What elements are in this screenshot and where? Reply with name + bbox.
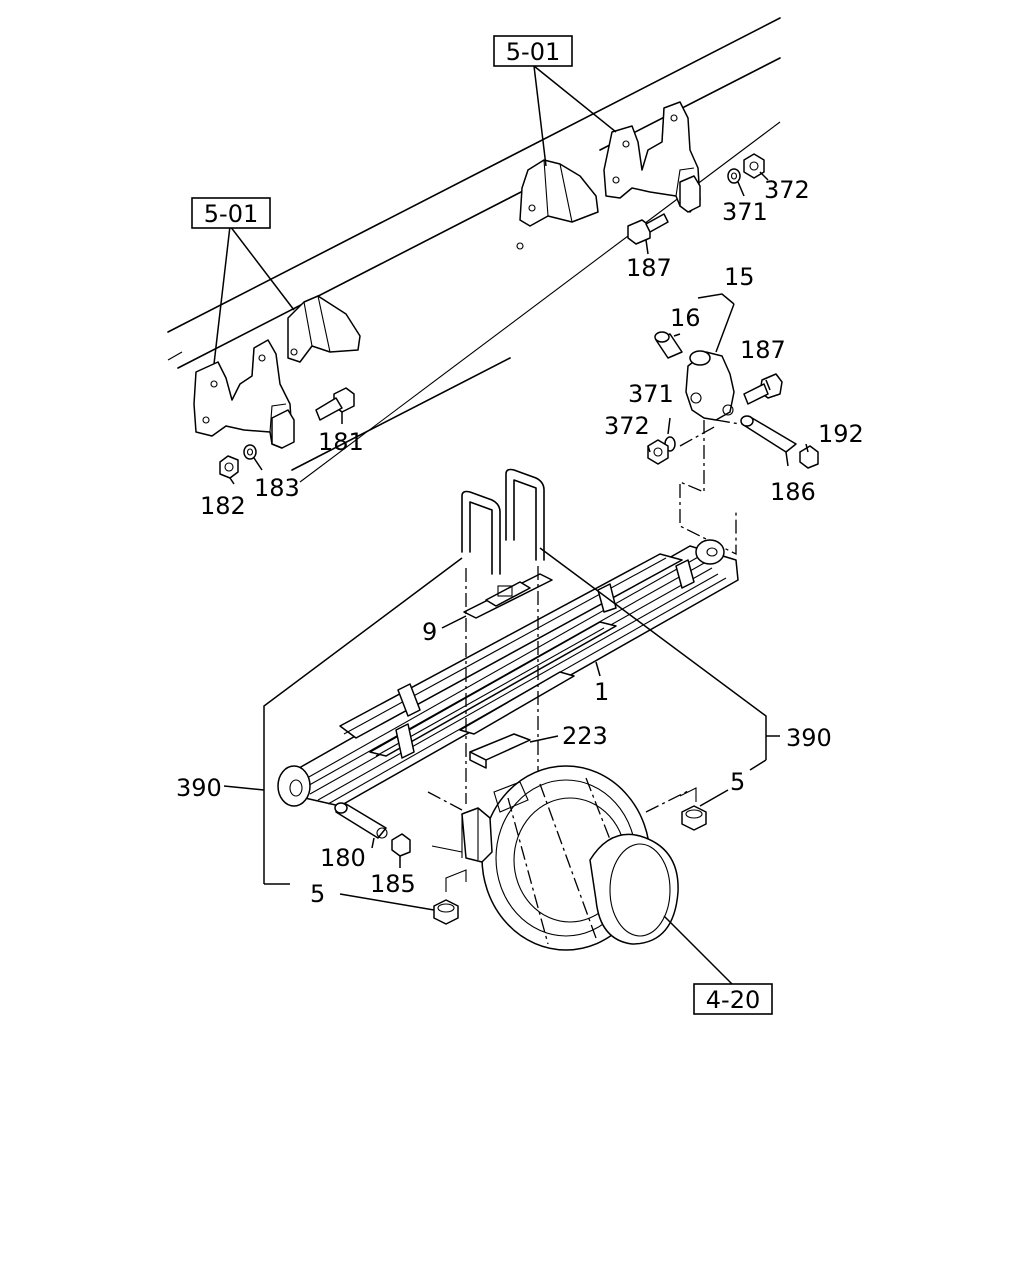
callout-187-top: 187 — [626, 254, 672, 282]
shackle-bushing-16 — [654, 331, 683, 359]
shackle-pin-186 — [740, 415, 797, 453]
spacer-223 — [469, 733, 531, 769]
reference-box-axle: 4-20 — [693, 983, 773, 1015]
callout-9: 9 — [422, 618, 437, 646]
u-bolt-left — [461, 490, 501, 575]
grease-nipple-192 — [799, 445, 819, 469]
callout-5-right: 5 — [730, 768, 745, 796]
callout-371-top: 371 — [722, 198, 768, 226]
bolt-187-top — [627, 213, 669, 245]
callout-180: 180 — [320, 844, 366, 872]
callout-15: 15 — [724, 263, 755, 291]
callout-390-right: 390 — [786, 724, 832, 752]
bolt-180 — [334, 802, 388, 839]
axle-brake-drum — [431, 765, 697, 951]
reference-label-top: 5-01 — [506, 38, 560, 66]
bolt-187-shackle — [743, 373, 783, 405]
shackle-dash-lines — [679, 419, 741, 556]
washer-371-top — [727, 168, 741, 184]
callout-192: 192 — [818, 420, 864, 448]
spring-seat-plate-9 — [463, 573, 553, 619]
callout-16: 16 — [670, 304, 701, 332]
callout-5-left: 5 — [310, 880, 325, 908]
nut-5-left — [433, 899, 459, 925]
shackle-15 — [685, 350, 735, 421]
rear-spring-hanger-bracket — [519, 101, 701, 227]
nut-372-shackle — [647, 439, 669, 465]
reference-label-left: 5-01 — [204, 200, 258, 228]
callout-223: 223 — [562, 722, 608, 750]
callout-1: 1 — [594, 678, 609, 706]
reference-box-top: 5-01 — [493, 35, 573, 67]
callout-labels: 187 371 372 15 16 187 371 372 192 186 18… — [176, 176, 864, 908]
front-spring-hanger-bracket — [193, 295, 361, 449]
leaf-spring-1 — [277, 539, 739, 807]
nut-5-right — [681, 805, 707, 831]
leader-lines — [213, 65, 809, 987]
reference-box-left: 5-01 — [191, 197, 271, 229]
callout-371-shackle: 371 — [628, 380, 674, 408]
callout-372-top: 372 — [764, 176, 810, 204]
callout-181: 181 — [318, 428, 364, 456]
callout-372-shackle: 372 — [604, 412, 650, 440]
reference-label-axle: 4-20 — [706, 986, 760, 1014]
callout-390-left: 390 — [176, 774, 222, 802]
u-bolt-right — [505, 468, 545, 561]
callout-183: 183 — [254, 474, 300, 502]
washer-183 — [243, 444, 257, 460]
callout-185: 185 — [370, 870, 416, 898]
grease-nipple-185 — [391, 833, 411, 857]
callout-186: 186 — [770, 478, 816, 506]
nut-182 — [219, 455, 239, 479]
nut-372-top — [743, 153, 765, 179]
callout-187-shackle: 187 — [740, 336, 786, 364]
callout-182: 182 — [200, 492, 246, 520]
bolt-181 — [315, 387, 355, 421]
